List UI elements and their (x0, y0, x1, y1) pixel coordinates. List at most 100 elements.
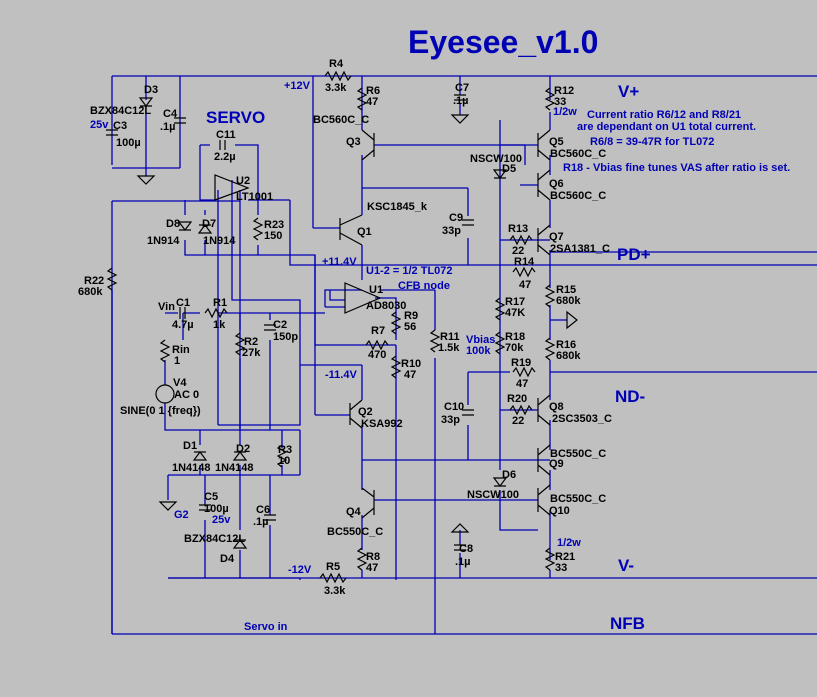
resistor-r17[interactable] (494, 297, 506, 321)
opamp-u1[interactable] (344, 282, 382, 314)
capacitor-c11[interactable] (219, 140, 226, 150)
part-label-r13: R13 (508, 223, 528, 235)
part-label-d1: D1 (183, 440, 197, 452)
resistor-r10[interactable] (390, 355, 402, 379)
part-label-c8v: .1µ (455, 556, 471, 568)
resistor-r9[interactable] (390, 311, 402, 335)
part-label-c8: C8 (459, 543, 473, 555)
capacitor-c4[interactable] (174, 117, 186, 124)
resistor-r13[interactable] (509, 234, 533, 246)
part-label-r21v: 33 (555, 562, 567, 574)
resistor-r1[interactable] (204, 307, 228, 319)
resistor-r12[interactable] (544, 87, 556, 111)
part-label-c9: C9 (449, 212, 463, 224)
diode-d2[interactable] (232, 451, 248, 461)
diode-d6[interactable] (492, 477, 508, 487)
capacitor-c9[interactable] (462, 219, 474, 226)
resistor-r7[interactable] (365, 339, 389, 351)
diode-d8[interactable] (177, 221, 193, 231)
part-label-q5: Q5 (549, 136, 564, 148)
capacitor-c6[interactable] (264, 514, 276, 521)
rail-neg12-label: -12V (288, 564, 312, 576)
part-label-r4v: 3.3k (325, 82, 347, 94)
resistor-rin[interactable] (159, 339, 171, 363)
transistor-q1[interactable] (339, 214, 363, 246)
resistor-r16[interactable] (544, 337, 556, 361)
resistor-r2[interactable] (234, 332, 246, 356)
transistor-q9[interactable] (537, 444, 551, 476)
part-label-r10: R10 (401, 358, 421, 370)
diode-d1[interactable] (192, 451, 208, 461)
part-label-q2: Q2 (358, 406, 373, 418)
part-label-q9v: BC550C_C (550, 448, 606, 460)
part-label-r15v: 680k (556, 295, 581, 307)
transistor-q3[interactable] (361, 129, 375, 161)
opamp-u2[interactable] (214, 174, 250, 201)
resistor-r21[interactable] (544, 547, 556, 571)
resistor-r19[interactable] (512, 366, 536, 378)
resistor-r23[interactable] (252, 217, 264, 241)
transistor-q5[interactable] (537, 129, 551, 161)
diode-d4[interactable] (232, 539, 248, 549)
resistor-r18[interactable] (494, 331, 506, 355)
resistor-r20[interactable] (509, 404, 533, 416)
transistor-q6[interactable] (537, 169, 551, 201)
components (106, 70, 578, 584)
part-label-q8v: 2SC3503_C (552, 413, 612, 425)
section-servo-label: SERVO (206, 108, 265, 127)
part-label-d4: D4 (220, 553, 235, 565)
part-label-u1v: AD8030 (366, 300, 406, 312)
resistor-r22[interactable] (106, 267, 118, 291)
part-label-r11: R11 (440, 331, 460, 343)
part-label-c3v: 100µ (116, 137, 141, 149)
capacitor-c7[interactable] (454, 94, 466, 101)
part-label-r20: R20 (507, 393, 527, 405)
diode-d7[interactable] (197, 224, 213, 234)
capacitor-c2[interactable] (264, 324, 276, 331)
part-label-c4v: .1µ (160, 121, 176, 133)
resistor-r5[interactable] (319, 572, 347, 584)
transistor-q10[interactable] (537, 484, 551, 516)
diode-d3[interactable] (138, 97, 154, 107)
ground-symbol-c7 (450, 114, 470, 124)
part-label-r3: R3 (278, 444, 292, 456)
part-label-r9v: 56 (404, 321, 416, 333)
capacitor-c8[interactable] (454, 544, 466, 551)
resistor-r6[interactable] (356, 87, 368, 111)
part-label-c3: C3 (113, 120, 127, 132)
ground-symbol-top (136, 175, 156, 185)
resistor-r14[interactable] (512, 266, 536, 278)
part-label-rinv: 1 (174, 355, 180, 367)
part-label-c2: C2 (273, 319, 287, 331)
part-label-q4: Q4 (346, 506, 362, 518)
resistor-r15[interactable] (544, 284, 556, 308)
note-vbias-value: 100k (466, 345, 491, 357)
resistor-r4[interactable] (324, 70, 352, 82)
part-label-q10v: BC550C_C (550, 493, 606, 505)
capacitor-c5[interactable] (199, 504, 211, 511)
note-r18: R18 - Vbias fine tunes VAS after ratio i… (563, 162, 790, 174)
voltage-source-v4[interactable] (155, 384, 175, 404)
capacitor-c10[interactable] (462, 409, 474, 416)
transistor-q4[interactable] (361, 487, 375, 519)
ground-symbol-g2 (158, 501, 178, 511)
transistor-q2[interactable] (349, 399, 363, 429)
part-label-d2: D2 (236, 443, 250, 455)
resistor-r8[interactable] (356, 547, 368, 571)
resistor-r11[interactable] (429, 329, 441, 353)
resistor-r3[interactable] (276, 444, 288, 468)
part-label-c10: C10 (444, 401, 464, 413)
capacitor-c3[interactable] (106, 129, 118, 136)
part-label-q3: Q3 (346, 136, 361, 148)
part-label-r7v: 470 (368, 349, 386, 361)
diode-d5[interactable] (492, 169, 508, 179)
part-label-r7: R7 (371, 325, 385, 337)
transistor-q8[interactable] (537, 394, 551, 426)
part-label-r18v: 70k (505, 342, 524, 354)
part-label-r23v: 150 (264, 230, 282, 242)
part-label-c1v: 4.7µ (172, 319, 194, 331)
capacitor-c1[interactable] (179, 307, 186, 319)
transistor-q7[interactable] (537, 224, 551, 256)
